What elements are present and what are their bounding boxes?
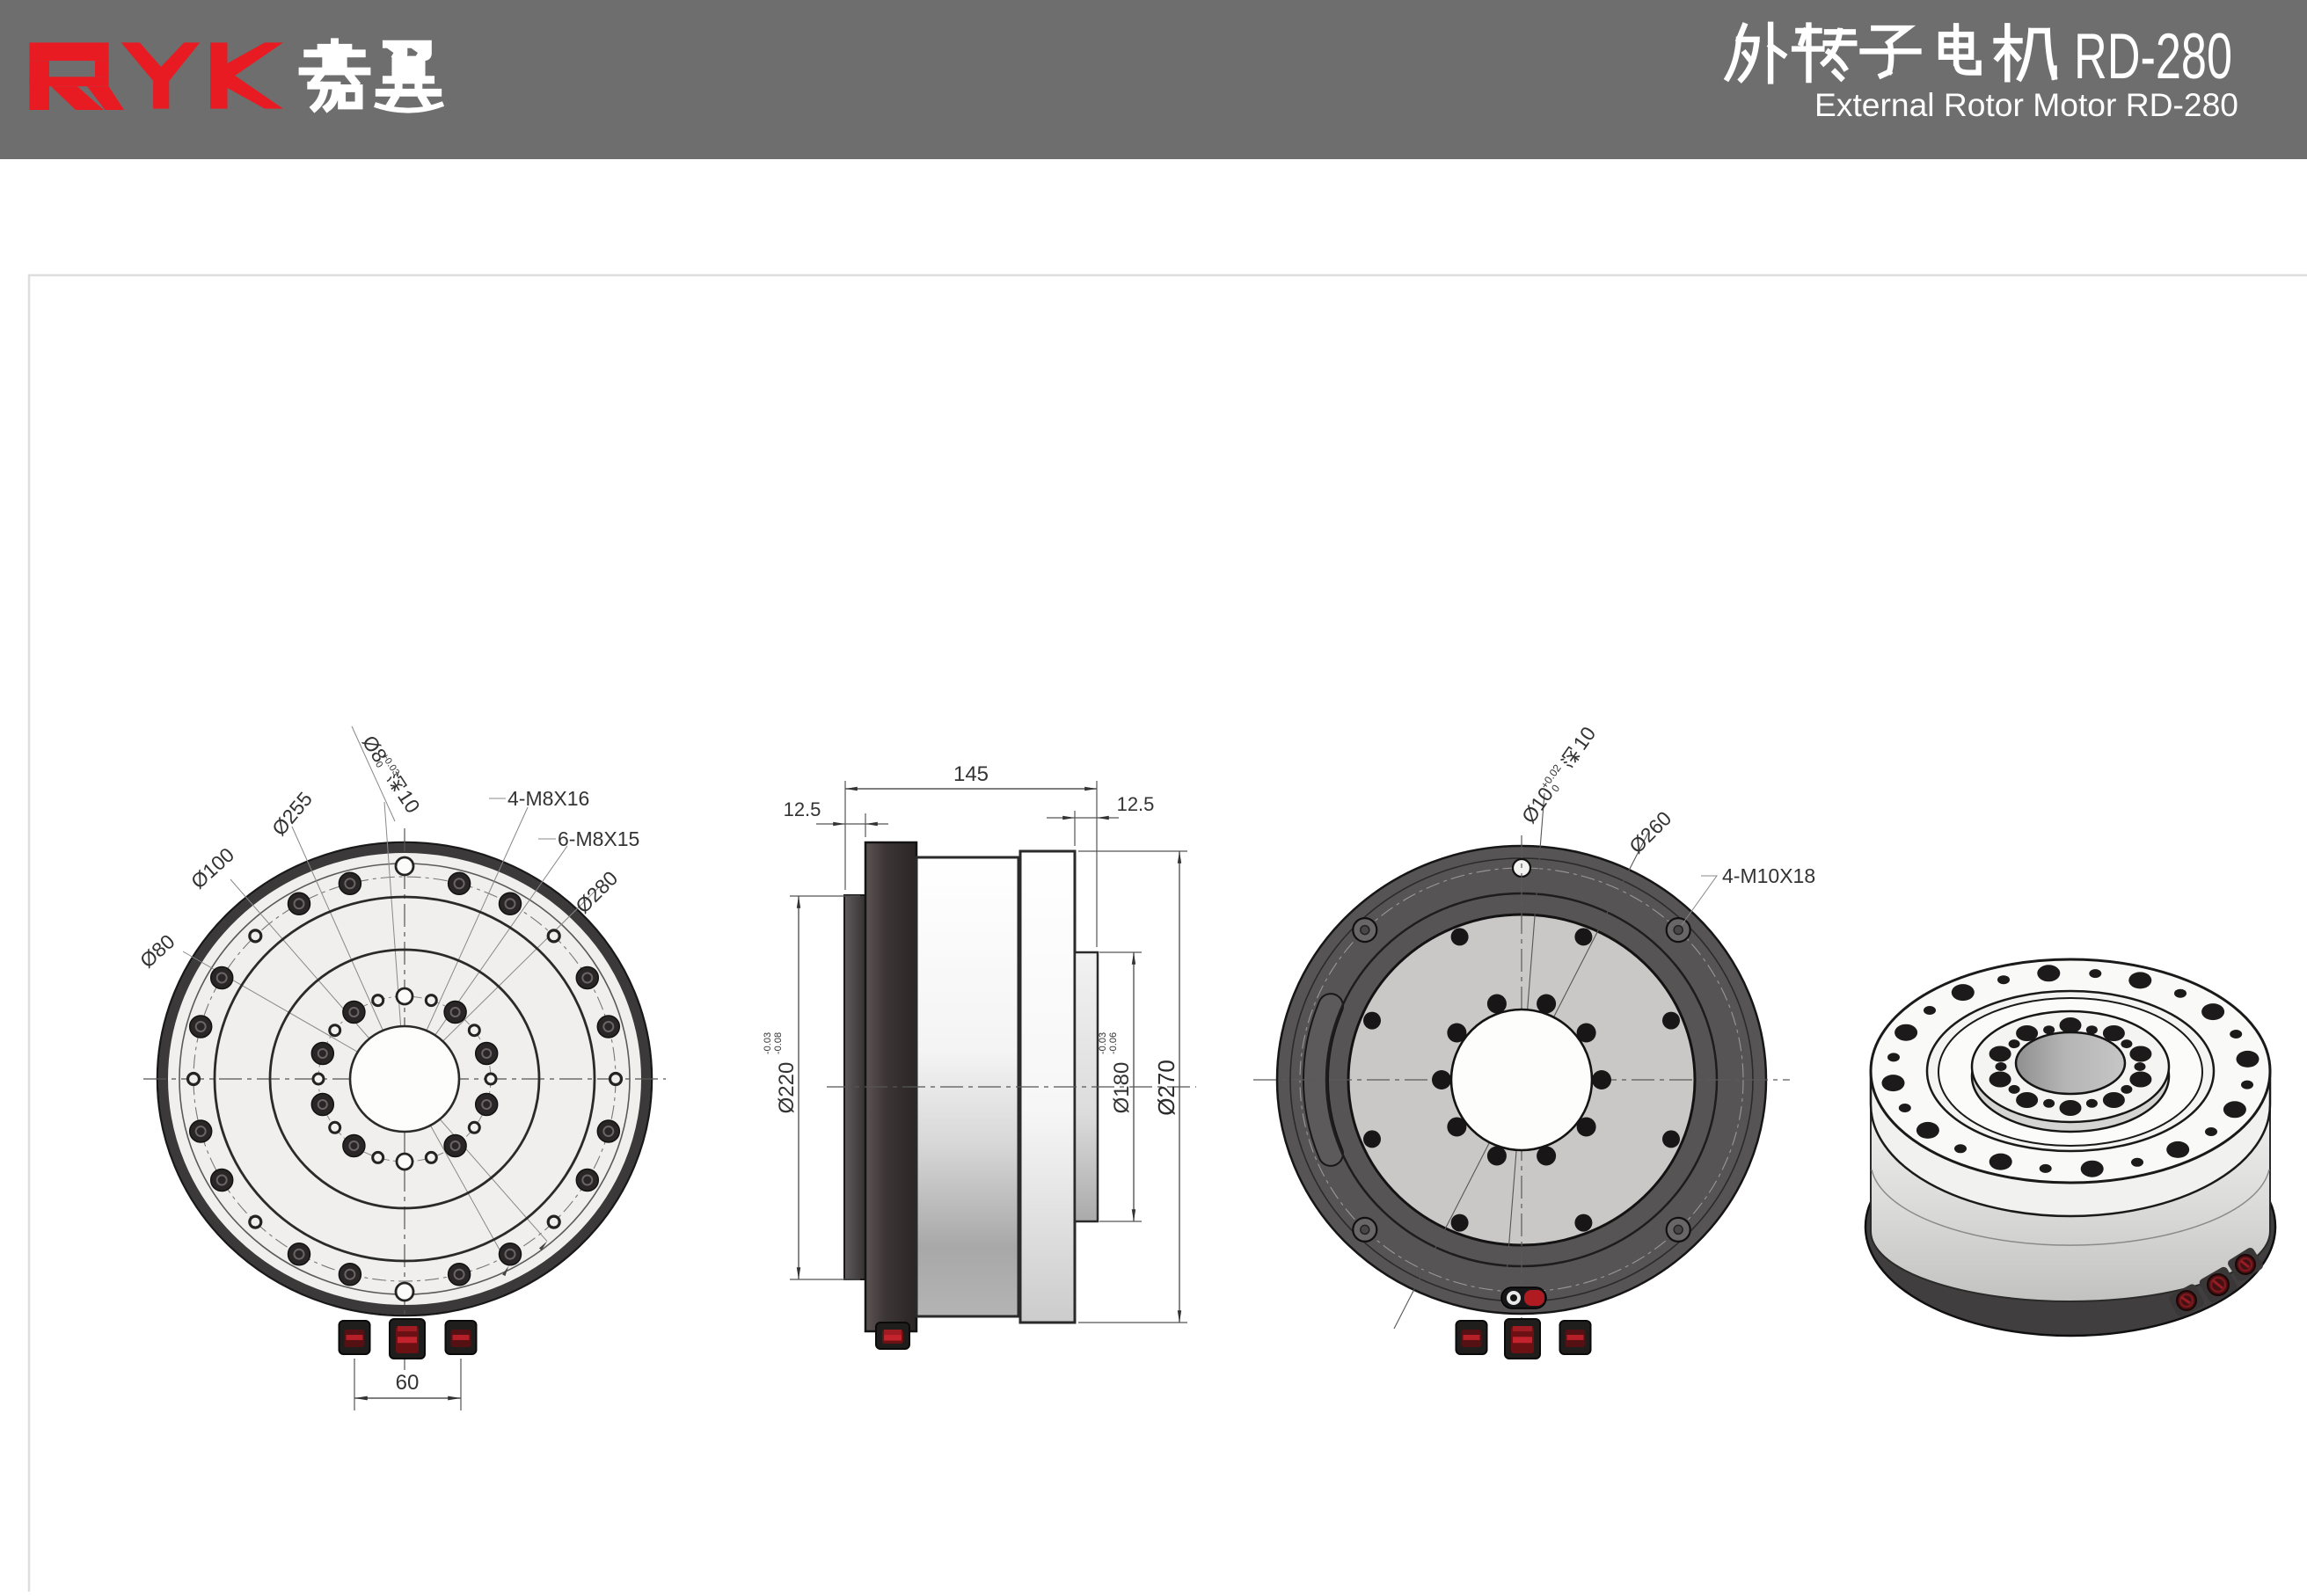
svg-text:Ø180: Ø180 <box>1110 1062 1134 1114</box>
svg-text:Ø255: Ø255 <box>267 787 317 840</box>
svg-text:Ø270: Ø270 <box>1153 1060 1179 1116</box>
svg-text:12.5: 12.5 <box>784 798 821 820</box>
svg-text:60: 60 <box>396 1371 420 1395</box>
svg-text:145: 145 <box>953 762 989 786</box>
svg-text:RD-280: RD-280 <box>2074 21 2232 92</box>
svg-text:Ø220: Ø220 <box>775 1062 799 1114</box>
svg-text:-0.03: -0.03 <box>763 1032 773 1054</box>
svg-text:10: 10 <box>1568 722 1600 754</box>
svg-text:-0.08: -0.08 <box>773 1032 784 1054</box>
svg-text:Ø280: Ø280 <box>571 866 622 917</box>
svg-text:External Rotor Motor RD-280: External Rotor Motor RD-280 <box>1814 87 2238 123</box>
svg-text:6-M8X15: 6-M8X15 <box>558 827 639 850</box>
svg-text:0: 0 <box>373 760 384 770</box>
svg-text:4-M8X16: 4-M8X16 <box>507 787 589 810</box>
svg-text:Ø100: Ø100 <box>186 843 238 893</box>
svg-text:12.5: 12.5 <box>1117 793 1155 815</box>
svg-text:Ø260: Ø260 <box>1624 806 1675 857</box>
svg-text:Ø80: Ø80 <box>135 929 179 972</box>
svg-text:-0.03: -0.03 <box>1098 1032 1108 1054</box>
svg-text:-0.06: -0.06 <box>1108 1032 1119 1054</box>
svg-text:4-M10X18: 4-M10X18 <box>1722 864 1815 887</box>
svg-text:10: 10 <box>393 786 425 818</box>
